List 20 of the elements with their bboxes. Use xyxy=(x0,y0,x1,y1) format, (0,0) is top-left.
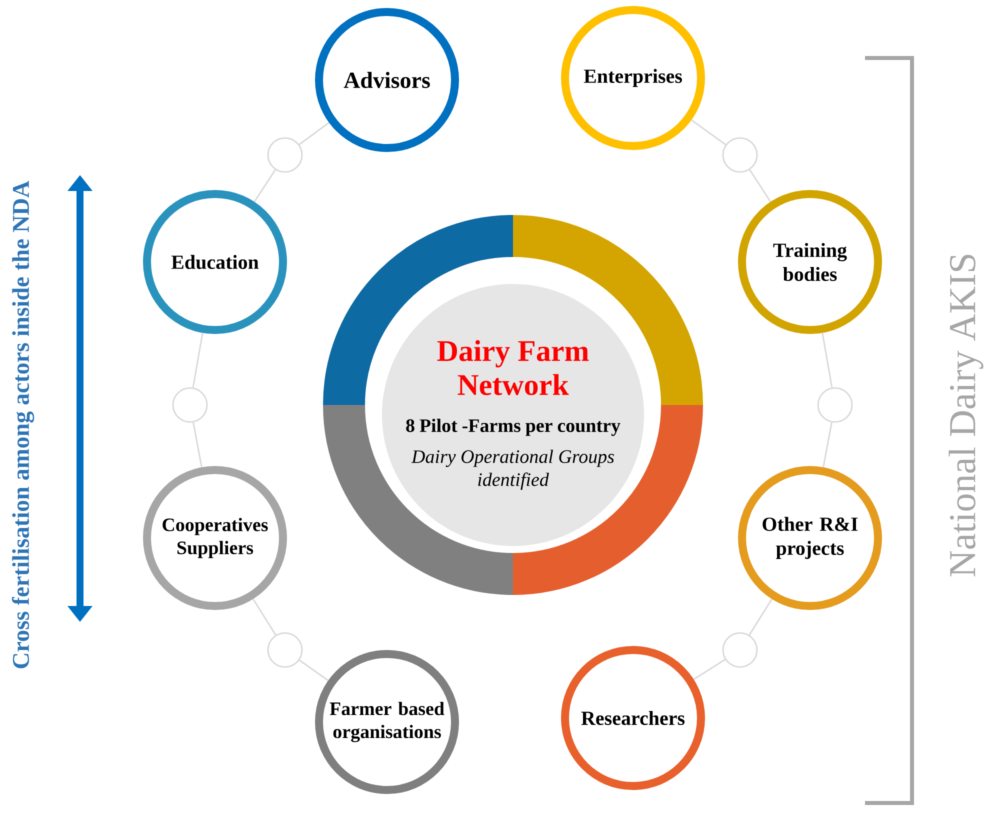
connector-line xyxy=(299,660,329,682)
connector-line xyxy=(254,169,276,202)
connector-circle xyxy=(817,387,853,423)
connector-line xyxy=(298,122,330,146)
connector-line xyxy=(693,658,726,680)
connector-line xyxy=(691,119,726,146)
connector-circle xyxy=(722,137,758,173)
side-label: Cross fertilisation among actors inside the NDA xyxy=(12,180,34,668)
connector-line xyxy=(192,332,204,388)
connector-line xyxy=(252,598,276,636)
connector-circle xyxy=(722,632,758,668)
connector-circle xyxy=(267,137,303,173)
side-label: National Dairy AKIS xyxy=(948,254,984,576)
connector-circle xyxy=(267,632,303,668)
connector-line xyxy=(822,422,832,468)
connector-line xyxy=(192,422,202,468)
connector-line xyxy=(748,598,772,636)
connector-line xyxy=(822,332,833,388)
connector-line xyxy=(749,169,772,202)
connector-circle xyxy=(172,387,208,423)
